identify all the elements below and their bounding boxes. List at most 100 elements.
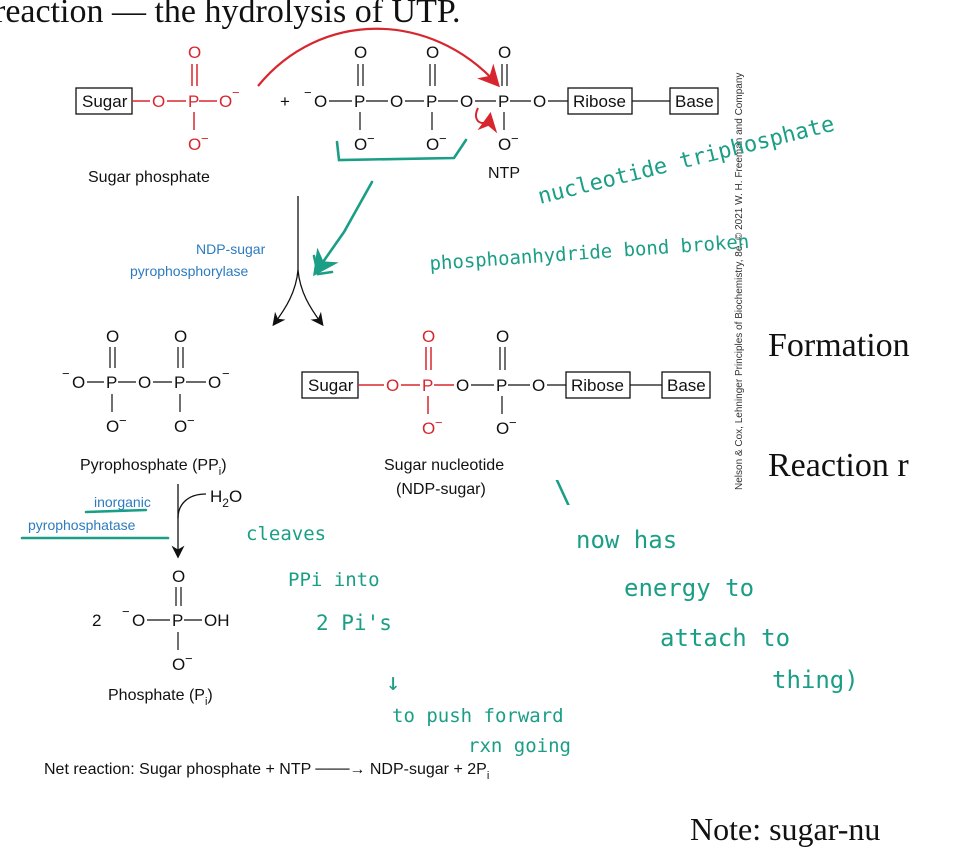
svg-text:−: − — [511, 131, 519, 146]
svg-text:cleaves: cleaves — [246, 523, 326, 545]
svg-text:O: O — [456, 376, 469, 395]
handwritten-annotations — [20, 138, 468, 540]
svg-text:PPi into: PPi into — [288, 569, 380, 591]
svg-text:P: P — [498, 92, 509, 111]
svg-text:O: O — [314, 92, 327, 111]
svg-text:O: O — [426, 43, 439, 62]
sugar-phosphate-label: Sugar phosphate — [88, 169, 210, 186]
svg-text:2 Pi's: 2 Pi's — [316, 611, 392, 635]
sugar-nucleotide-label: Sugar nucleotide — [384, 457, 504, 474]
svg-text:O: O — [106, 417, 119, 436]
ndp-sugar-box-label: Sugar — [308, 376, 354, 395]
svg-text:−: − — [119, 413, 127, 428]
svg-text:O: O — [172, 567, 185, 586]
svg-text:O: O — [422, 419, 435, 438]
svg-text:P: P — [188, 92, 199, 111]
sugar-nucleotide-structure: Sugar O P O P O Ribose Base O O O − O − — [301, 327, 711, 438]
svg-text:to push forward: to push forward — [392, 705, 564, 727]
note-nucleotide-triphosphate: nucleotide triphosphate — [535, 112, 837, 210]
phosphate-structure: 2 − O P OH O O − — [92, 567, 230, 674]
svg-text:−: − — [222, 366, 230, 381]
svg-text:O: O — [174, 417, 187, 436]
svg-text:P: P — [174, 373, 185, 392]
enzyme-1-line2: pyrophosphorylase — [130, 263, 249, 279]
sugar-box-label: Sugar — [82, 92, 128, 111]
svg-text:O: O — [496, 327, 509, 346]
svg-text:↓: ↓ — [386, 668, 400, 696]
figure-credit: Nelson & Cox, Lehninger Principles of Bi… — [734, 73, 745, 490]
svg-text:−: − — [367, 131, 375, 146]
slide-reaction-fragment: Reaction r — [768, 447, 909, 484]
svg-text:P: P — [354, 92, 365, 111]
svg-text:−: − — [304, 85, 312, 100]
svg-text:attach to: attach to — [660, 624, 790, 652]
svg-text:thing): thing) — [772, 666, 859, 694]
svg-text:−: − — [435, 415, 443, 430]
svg-text:O: O — [498, 43, 511, 62]
ntp-structure: − O P O P O P O Ribose Base O O O O − O … — [304, 43, 719, 154]
svg-text:energy to: energy to — [624, 574, 754, 602]
svg-text:P: P — [422, 376, 433, 395]
triphosphate-bracket — [335, 138, 468, 162]
svg-text:O: O — [533, 92, 546, 111]
enzyme-1-line1: NDP-sugar — [196, 241, 266, 257]
enzyme-2-line2: pyrophosphatase — [28, 517, 136, 533]
svg-text:−: − — [185, 651, 193, 666]
enzyme-1-underline — [84, 508, 148, 514]
note-cleave: cleaves PPi into 2 Pi's ↓ to push forwar… — [246, 523, 571, 757]
svg-text:O: O — [460, 92, 473, 111]
note-phosphoanhydride-bond: phosphoanhydride bond broken — [429, 231, 750, 275]
svg-text:O: O — [172, 655, 185, 674]
ndp-base-box-label: Base — [667, 376, 706, 395]
svg-text:−: − — [201, 131, 209, 146]
water-input-curve — [177, 493, 207, 519]
phosphate-label: Phosphate (Pi) — [108, 687, 213, 708]
svg-text:O: O — [532, 376, 545, 395]
ndp-sugar-label: (NDP-sugar) — [396, 481, 486, 498]
svg-text:O: O — [219, 92, 232, 111]
svg-text:OH: OH — [204, 611, 230, 630]
enzyme-2-line1: inorganic — [94, 494, 151, 510]
slide-heading-fragment: reaction — the hydrolysis of UTP. — [0, 0, 461, 30]
svg-text:O: O — [496, 419, 509, 438]
pyrophosphate-label: Pyrophosphate (PPi) — [80, 457, 227, 478]
phosphate-coefficient: 2 — [92, 611, 101, 630]
svg-text:O: O — [354, 135, 367, 154]
svg-text:−: − — [439, 131, 447, 146]
svg-text:O: O — [188, 43, 201, 62]
svg-text:O: O — [188, 135, 201, 154]
svg-text:O: O — [386, 376, 399, 395]
note-energy: \ now has energy to attach to thing) — [554, 475, 859, 694]
sugar-phosphate-structure: Sugar O P O − O O − — [75, 43, 240, 154]
bracket-pointer-line — [313, 180, 374, 277]
slide-note-fragment: Note: sugar-nu — [690, 811, 880, 847]
svg-text:\: \ — [554, 475, 572, 510]
pointer-tick — [312, 254, 334, 276]
svg-text:now has: now has — [576, 526, 677, 554]
svg-text:O: O — [354, 43, 367, 62]
svg-text:O: O — [106, 327, 119, 346]
svg-text:−: − — [122, 604, 130, 619]
svg-text:O: O — [426, 135, 439, 154]
svg-text:P: P — [172, 611, 183, 630]
svg-text:O: O — [138, 373, 151, 392]
svg-text:O: O — [208, 373, 221, 392]
reaction-arrow-right — [297, 269, 324, 327]
base-box-label: Base — [675, 92, 714, 111]
ntp-label: NTP — [488, 165, 520, 182]
svg-text:O: O — [174, 327, 187, 346]
svg-text:O: O — [498, 135, 511, 154]
slide-formation-fragment: Formation — [768, 327, 910, 364]
net-reaction: Net reaction: Sugar phosphate + NTP ───→… — [44, 761, 489, 782]
svg-text:rxn going: rxn going — [468, 735, 571, 757]
pyrophosphate-structure: − O P O P O − O O O − O − — [62, 327, 230, 436]
svg-text:P: P — [426, 92, 437, 111]
svg-text:−: − — [187, 413, 195, 428]
svg-text:O: O — [152, 92, 165, 111]
svg-text:O: O — [390, 92, 403, 111]
bond-break-arrow — [475, 107, 498, 134]
plus-sign: + — [280, 92, 290, 111]
water-label: H2O — [210, 487, 242, 510]
ndp-ribose-box-label: Ribose — [571, 376, 624, 395]
